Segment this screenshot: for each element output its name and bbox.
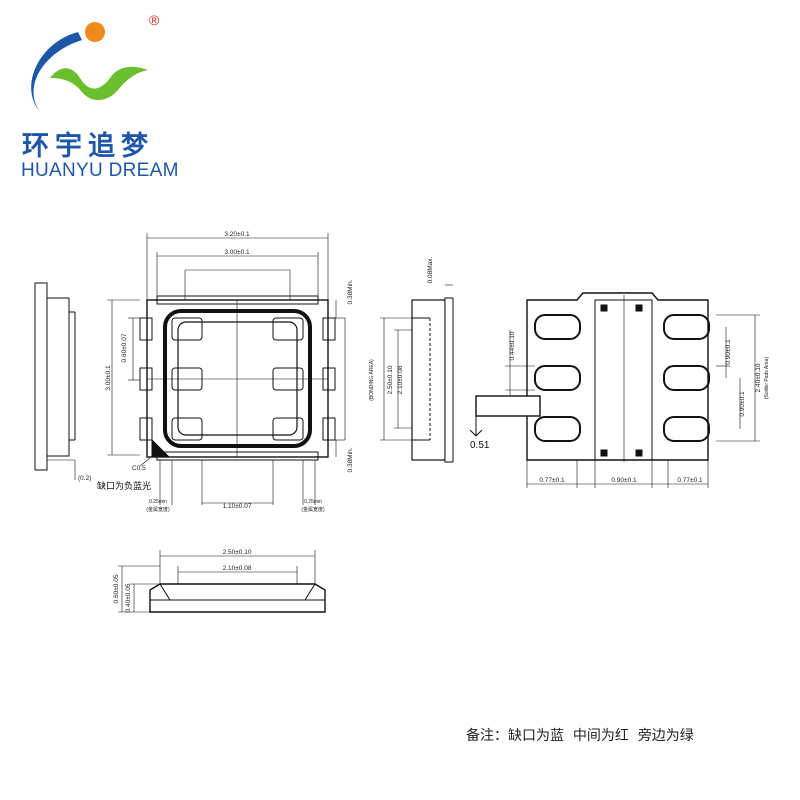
dim-pad-pitch: 0.60±0.07: [121, 333, 128, 362]
dim-chamfer: C0.5: [132, 465, 146, 472]
bottom-view: [469, 292, 760, 488]
left-side-view: [34, 282, 76, 480]
logo-wave: [50, 66, 148, 101]
front-dim-h2: 0.40±0.05: [125, 583, 132, 612]
logo-mark: [31, 22, 148, 112]
top-view: [107, 233, 346, 505]
dim-min-left-sub: (金属宽度): [146, 506, 170, 513]
dim-min-left: 0.25min: [149, 499, 167, 505]
footer-note-item2: 中间为红: [572, 728, 629, 744]
bottom-dim-mid: 0.90±0.1: [611, 477, 637, 484]
front-view: [118, 550, 326, 613]
bottom-dim-pad-pitch2: 0.90±0.1: [739, 391, 746, 417]
logo-chinese-name: 环宇追梦: [22, 131, 154, 162]
cathode-note: 缺口为负蓝光: [97, 480, 151, 492]
bottom-dim-pad-pitch: 0.90±0.1: [725, 339, 732, 365]
registered-mark: ®: [149, 12, 160, 28]
side-dim-top: 0.08Max.: [427, 256, 434, 283]
bottom-dim-pad-w: 0.44±0.10: [509, 331, 516, 360]
side-view: [380, 284, 454, 463]
footer-note: 备注：缺口为蓝 中间为红 旁边为绿: [466, 725, 766, 745]
dim-height: 3.00±0.1: [105, 365, 112, 391]
bottom-dim-marker: 0.51: [470, 440, 490, 451]
dim-pad-gap: 1.10±0.07: [223, 503, 252, 510]
dim-min-right: 0.25min: [304, 499, 322, 505]
footer-note-item1: 缺口为蓝: [508, 728, 564, 744]
dim-top-min: 0.38Min.: [347, 279, 354, 304]
dim-bottom-min: 0.38Min.: [347, 447, 354, 472]
bottom-dim-left: 0.77±0.1: [539, 477, 565, 484]
front-dim-outer: 2.50±0.10: [223, 549, 252, 556]
logo-sun: [85, 22, 105, 42]
dim-min-right-sub: (金属宽度): [301, 506, 325, 513]
bottom-dim-right: 0.77±0.1: [677, 477, 703, 484]
side-dim-inner: 2.10±0.08: [397, 365, 404, 394]
footer-note-prefix: 备注：: [466, 728, 508, 744]
side-dim-outer: 2.50±0.10: [387, 365, 394, 394]
logo-swoosh: [31, 32, 82, 112]
front-dim-inner: 2.10±0.08: [223, 565, 252, 572]
footer-note-item3: 旁边为绿: [637, 728, 694, 744]
dim-gap: (0.2): [78, 475, 91, 482]
bottom-dim-pad-area-label: (Solder Pads Area): [764, 357, 770, 400]
bottom-dim-pad-area: 2.40±0.10: [755, 363, 762, 392]
company-logo: ® 环宇追梦 HUANYU DREAM: [0, 0, 200, 200]
logo-english-name: HUANYU DREAM: [21, 160, 179, 181]
dim-width-outer: 3.20±0.1: [224, 231, 250, 238]
dim-width-inner: 3.00±0.1: [224, 249, 250, 256]
side-dim-label: (BONDING AREA): [369, 359, 375, 401]
front-dim-h1: 0.60±0.05: [113, 574, 120, 603]
